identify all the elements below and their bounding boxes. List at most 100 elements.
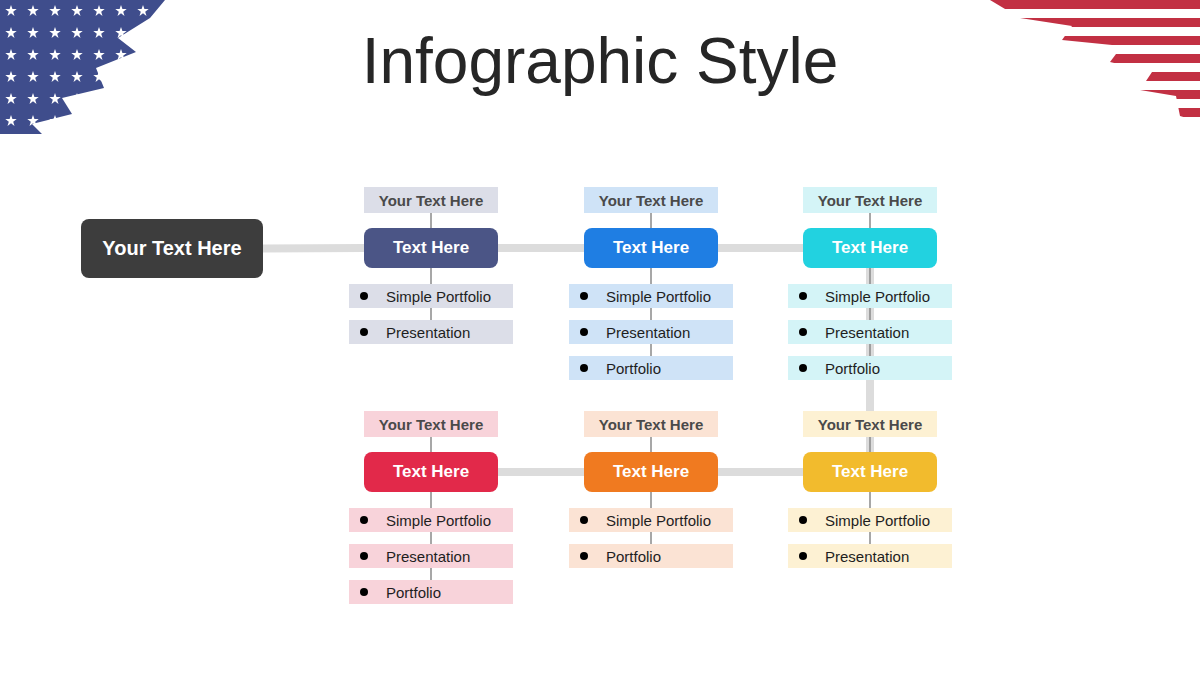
stem-line [430, 532, 432, 544]
flow-track [498, 468, 584, 476]
node-text: Text Here [832, 462, 908, 482]
bullet-dot [799, 552, 807, 560]
node-text: Portfolio [606, 360, 661, 377]
stem-line [869, 437, 871, 452]
bullet-item: Simple Portfolio [569, 284, 733, 308]
flow-track [498, 244, 584, 252]
flow-track [718, 244, 803, 252]
bullet-item: Portfolio [349, 580, 513, 604]
stem-line [650, 437, 652, 452]
bullet-dot [799, 328, 807, 336]
stem-line [650, 213, 652, 228]
bullet-dot [360, 292, 368, 300]
node-text: Text Here [832, 238, 908, 258]
stem-line [650, 492, 652, 508]
node-text: Portfolio [825, 360, 880, 377]
bullet-item: Portfolio [788, 356, 952, 380]
node-text: Presentation [825, 548, 909, 565]
bullet-dot [360, 516, 368, 524]
node-text: Your Text Here [818, 416, 922, 433]
node-text: Portfolio [386, 584, 441, 601]
node-text: Simple Portfolio [825, 288, 930, 305]
step-header: Your Text Here [803, 187, 937, 213]
node-text: Your Text Here [102, 237, 241, 260]
node-text: Simple Portfolio [606, 288, 711, 305]
stem-line [430, 437, 432, 452]
flag-stripes [990, 0, 1200, 122]
bullet-dot [360, 588, 368, 596]
stem-line [650, 344, 652, 356]
stem-line [430, 213, 432, 228]
node-text: Text Here [613, 238, 689, 258]
node-text: Your Text Here [379, 416, 483, 433]
node-text: Your Text Here [599, 192, 703, 209]
stem-line [869, 532, 871, 544]
bullet-item: Presentation [788, 544, 952, 568]
bullet-item: Presentation [349, 544, 513, 568]
bullet-dot [580, 552, 588, 560]
step-box: Text Here [364, 228, 498, 268]
bullet-dot [799, 364, 807, 372]
stem-line [430, 268, 432, 284]
step-box: Text Here [803, 452, 937, 492]
flow-track [263, 244, 364, 253]
node-text: Simple Portfolio [386, 288, 491, 305]
step-header: Your Text Here [364, 411, 498, 437]
start-box: Your Text Here [81, 219, 263, 278]
bullet-item: Portfolio [569, 544, 733, 568]
step-header: Your Text Here [584, 411, 718, 437]
node-text: Presentation [606, 324, 690, 341]
stem-line [869, 308, 871, 320]
stem-line [869, 492, 871, 508]
stem-line [430, 568, 432, 580]
step-header: Your Text Here [584, 187, 718, 213]
node-text: Text Here [613, 462, 689, 482]
flow-track [718, 468, 803, 476]
stem-line [869, 268, 871, 284]
node-text: Your Text Here [599, 416, 703, 433]
bullet-item: Simple Portfolio [569, 508, 733, 532]
stem-line [650, 308, 652, 320]
bullet-dot [360, 328, 368, 336]
node-text: Your Text Here [818, 192, 922, 209]
bullet-item: Simple Portfolio [349, 508, 513, 532]
bullet-dot [580, 516, 588, 524]
bullet-item: Presentation [569, 320, 733, 344]
bullet-item: Presentation [349, 320, 513, 344]
stem-line [430, 308, 432, 320]
bullet-item: Simple Portfolio [788, 508, 952, 532]
stem-line [430, 492, 432, 508]
node-text: Simple Portfolio [386, 512, 491, 529]
node-text: Simple Portfolio [606, 512, 711, 529]
node-text: Text Here [393, 462, 469, 482]
node-text: Text Here [393, 238, 469, 258]
node-text: Simple Portfolio [825, 512, 930, 529]
step-box: Text Here [803, 228, 937, 268]
stem-line [869, 344, 871, 356]
node-text: Your Text Here [379, 192, 483, 209]
bullet-item: Portfolio [569, 356, 733, 380]
node-text: Presentation [825, 324, 909, 341]
bullet-dot [580, 292, 588, 300]
stem-line [650, 268, 652, 284]
step-box: Text Here [584, 228, 718, 268]
step-header: Your Text Here [803, 411, 937, 437]
flag-stars [0, 0, 165, 134]
bullet-dot [799, 516, 807, 524]
node-text: Presentation [386, 324, 470, 341]
page-title: Infographic Style [0, 24, 1200, 98]
stem-line [869, 213, 871, 228]
bullet-dot [580, 328, 588, 336]
bullet-dot [360, 552, 368, 560]
bullet-dot [580, 364, 588, 372]
stem-line [650, 532, 652, 544]
bullet-item: Presentation [788, 320, 952, 344]
bullet-item: Simple Portfolio [349, 284, 513, 308]
bullet-dot [799, 292, 807, 300]
bullet-item: Simple Portfolio [788, 284, 952, 308]
step-box: Text Here [364, 452, 498, 492]
node-text: Presentation [386, 548, 470, 565]
node-text: Portfolio [606, 548, 661, 565]
step-header: Your Text Here [364, 187, 498, 213]
step-box: Text Here [584, 452, 718, 492]
